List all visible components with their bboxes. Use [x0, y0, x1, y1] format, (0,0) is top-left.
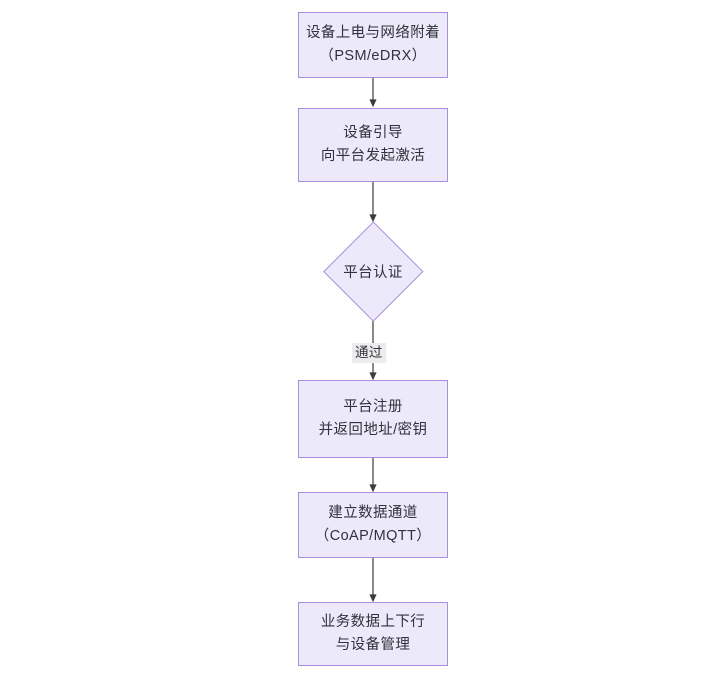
edge-label-pass: 通过 [352, 343, 386, 363]
node-line: 设备上电与网络附着 [305, 25, 441, 41]
node-line: 与设备管理 [335, 637, 411, 653]
node-line: 建立数据通道 [328, 505, 418, 521]
node-line: 业务数据上下行 [320, 614, 426, 630]
node-data-channel[interactable]: 建立数据通道 （CoAP/MQTT） [298, 492, 448, 558]
node-device-power-on[interactable]: 设备上电与网络附着 （PSM/eDRX） [298, 12, 448, 78]
node-line: 向平台发起激活 [320, 148, 426, 164]
node-line: 平台注册 [343, 399, 403, 415]
node-business-data-and-device-management[interactable]: 业务数据上下行 与设备管理 [298, 602, 448, 666]
node-line: （CoAP/MQTT） [314, 528, 432, 544]
node-line: 设备引导 [343, 125, 403, 141]
node-device-bootstrap[interactable]: 设备引导 向平台发起激活 [298, 108, 448, 182]
node-platform-registration[interactable]: 平台注册 并返回地址/密钥 [298, 380, 448, 458]
node-line: （PSM/eDRX） [319, 48, 427, 64]
node-line: 并返回地址/密钥 [318, 422, 428, 438]
node-line: 平台认证 [343, 264, 403, 281]
node-platform-authentication[interactable]: 平台认证 [323, 221, 423, 321]
